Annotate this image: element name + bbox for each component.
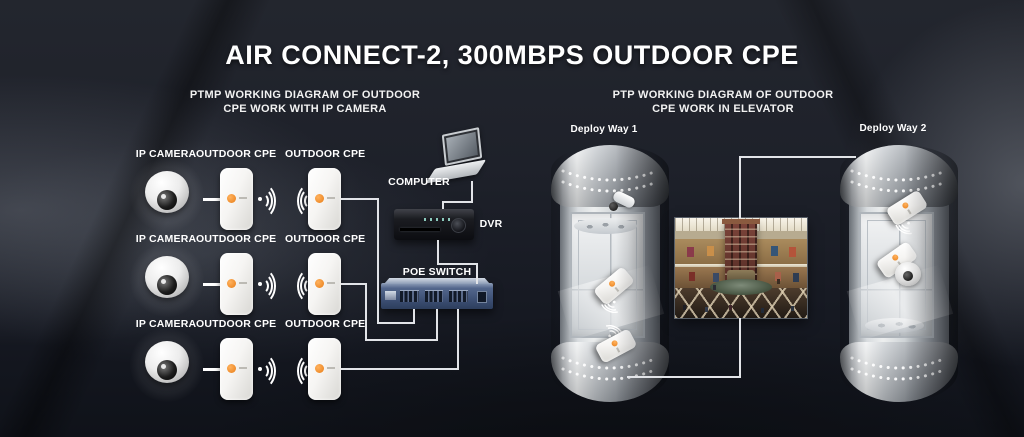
outdoor-cpe-device	[308, 338, 341, 400]
camera-lens	[157, 190, 177, 210]
wifi-transmit-icon	[258, 181, 284, 219]
ip-camera-label: IP CAMERA	[135, 148, 197, 160]
dvr-icon	[394, 209, 474, 240]
wifi-transmit-icon	[258, 266, 284, 304]
port-group	[449, 290, 469, 302]
mall-fountain	[710, 279, 772, 295]
mall-storefronts	[689, 272, 695, 281]
computer-icon	[425, 127, 488, 184]
ptp-heading-line1: PTP WORKING DIAGRAM OF OUTDOOR	[612, 89, 834, 101]
port-group	[400, 290, 419, 302]
ptmp-section-heading: PTMP WORKING DIAGRAM OF OUTDOOR CPE WORK…	[175, 88, 435, 116]
ptp-section-heading: PTP WORKING DIAGRAM OF OUTDOOR CPE WORK …	[593, 88, 853, 116]
page-title: AIR CONNECT-2, 300MBPS OUTDOOR CPE	[225, 40, 799, 70]
dvr-slot	[400, 228, 440, 231]
computer-label: COMPUTER	[388, 176, 450, 188]
camera-lens	[157, 360, 177, 380]
dvr-label: DVR	[479, 218, 503, 230]
ip-camera-icon	[130, 243, 204, 317]
ptmp-heading-line1: PTMP WORKING DIAGRAM OF OUTDOOR	[189, 89, 421, 101]
cctv-lens	[609, 202, 618, 211]
outdoor-cpe-label: OUTDOOR CPE	[196, 148, 277, 160]
camera-lens	[157, 275, 177, 295]
wifi-arc	[248, 183, 276, 219]
cab-ceiling-lights	[574, 218, 637, 234]
outdoor-cpe-device	[308, 168, 341, 230]
led-dots-icon	[850, 356, 948, 381]
mall-photo	[675, 218, 807, 318]
outdoor-cpe-label: OUTDOOR CPE	[285, 233, 366, 245]
deploy-way-1-label: Deploy Way 1	[570, 124, 638, 135]
deploy-way-2-label: Deploy Way 2	[859, 123, 927, 134]
wifi-arc	[248, 353, 276, 389]
switch-sticker	[385, 291, 396, 300]
camera-glint	[161, 194, 166, 199]
outdoor-cpe-label: OUTDOOR CPE	[285, 318, 366, 330]
ptp-heading-line2: CPE WORK IN ELEVATOR	[652, 103, 794, 115]
outdoor-cpe-label: OUTDOOR CPE	[196, 233, 277, 245]
ip-camera-icon	[130, 328, 204, 402]
outdoor-cpe-device	[308, 253, 341, 315]
outdoor-cpe-device	[220, 168, 253, 230]
outdoor-cpe-label: OUTDOOR CPE	[285, 148, 366, 160]
poe-switch-icon	[381, 278, 493, 309]
mall-people	[683, 305, 686, 310]
outdoor-cpe-device	[220, 338, 253, 400]
outdoor-cpe-label: OUTDOOR CPE	[196, 318, 277, 330]
dvr-knob	[451, 218, 466, 233]
dvr-status-lights	[424, 218, 450, 221]
ptmp-row-1: IP CAMERA OUTDOOR CPE OUTDOOR CPE	[0, 148, 560, 240]
ip-camera-label: IP CAMERA	[135, 318, 197, 330]
cab-floor-lights	[865, 318, 924, 333]
uplink-port	[477, 291, 487, 303]
elevator-deploy-way-1	[551, 145, 669, 402]
cctv-camera-icon	[608, 189, 638, 213]
ptmp-heading-line2: CPE WORK WITH IP CAMERA	[223, 103, 387, 115]
ip-camera-icon	[130, 158, 204, 232]
wifi-arc	[248, 268, 276, 304]
led-dots-icon	[850, 169, 948, 193]
ip-camera-label: IP CAMERA	[135, 233, 197, 245]
outdoor-cpe-device	[220, 253, 253, 315]
ptmp-row-3: IP CAMERA OUTDOOR CPE OUTDOOR CPE	[0, 318, 560, 410]
camera-glint	[161, 364, 166, 369]
switch-top-face	[384, 278, 490, 284]
wifi-transmit-icon	[258, 351, 284, 389]
dome-camera-icon	[895, 262, 921, 286]
camera-glint	[161, 279, 166, 284]
elevator-deploy-way-2	[840, 145, 958, 402]
switch-ports	[400, 290, 469, 302]
poe-switch-label: POE SWITCH	[402, 266, 472, 278]
laptop-screen	[441, 127, 483, 166]
port-group	[424, 290, 444, 302]
